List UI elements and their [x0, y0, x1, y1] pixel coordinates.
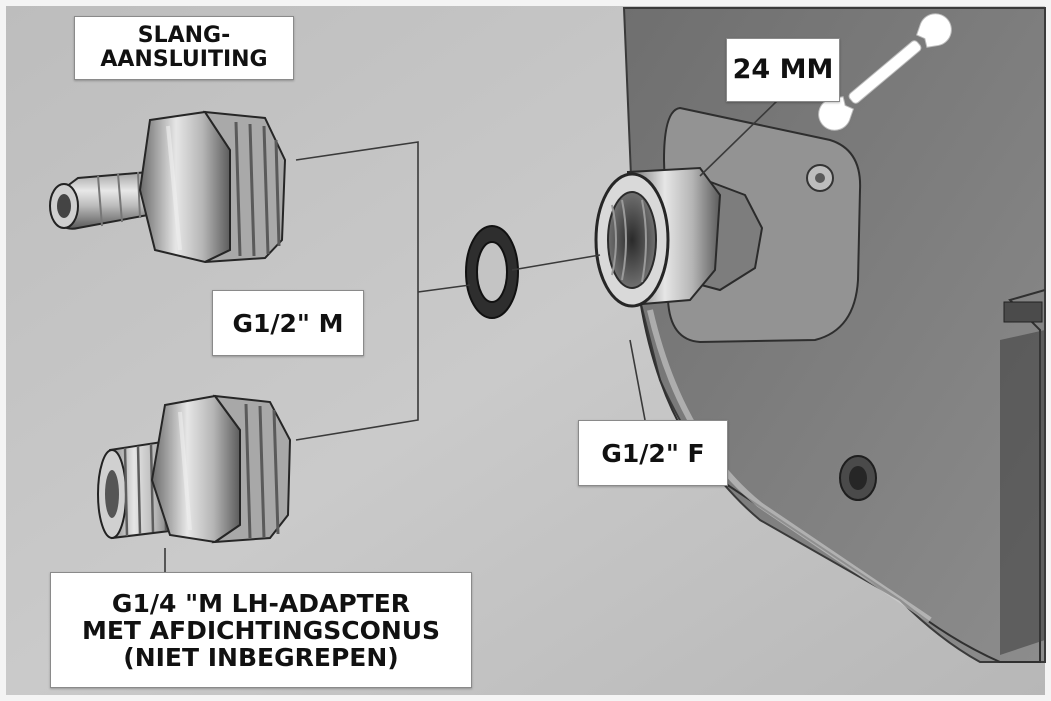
lh-adapter-label: G1/4 "M LH-ADAPTER MET AFDICHTINGSCONUS … — [50, 572, 472, 688]
wrench-icon — [818, 13, 952, 131]
female-thread-text: G1/2" F — [601, 438, 705, 468]
housing-slot — [1003, 301, 1043, 323]
male-thread-label: G1/2" M — [212, 290, 364, 356]
adapter-label-line2: MET AFDICHTINGSCONUS — [81, 615, 441, 645]
wrench-size-text: 24 MM — [732, 54, 834, 86]
male-thread-text: G1/2" M — [232, 308, 344, 338]
wrench-size-label: 24 MM — [726, 38, 840, 102]
adapter-label-line3: (NIET INBEGREPEN) — [123, 642, 399, 672]
adapter-label-line1: G1/4 "M LH-ADAPTER — [111, 588, 411, 618]
hose-connection-label: SLANG- AANSLUITING — [74, 16, 294, 80]
housing-shadow — [1000, 330, 1045, 655]
hose-connector-fitting — [49, 110, 287, 264]
female-thread-label: G1/2" F — [578, 420, 728, 486]
hose-label-line2: AANSLUITING — [100, 47, 268, 72]
leader-lines — [164, 99, 779, 574]
lh-adapter-fitting — [97, 394, 292, 544]
hose-label-line1: SLANG- — [137, 23, 231, 49]
sealing-washer — [465, 225, 519, 319]
female-fitting — [594, 166, 764, 308]
